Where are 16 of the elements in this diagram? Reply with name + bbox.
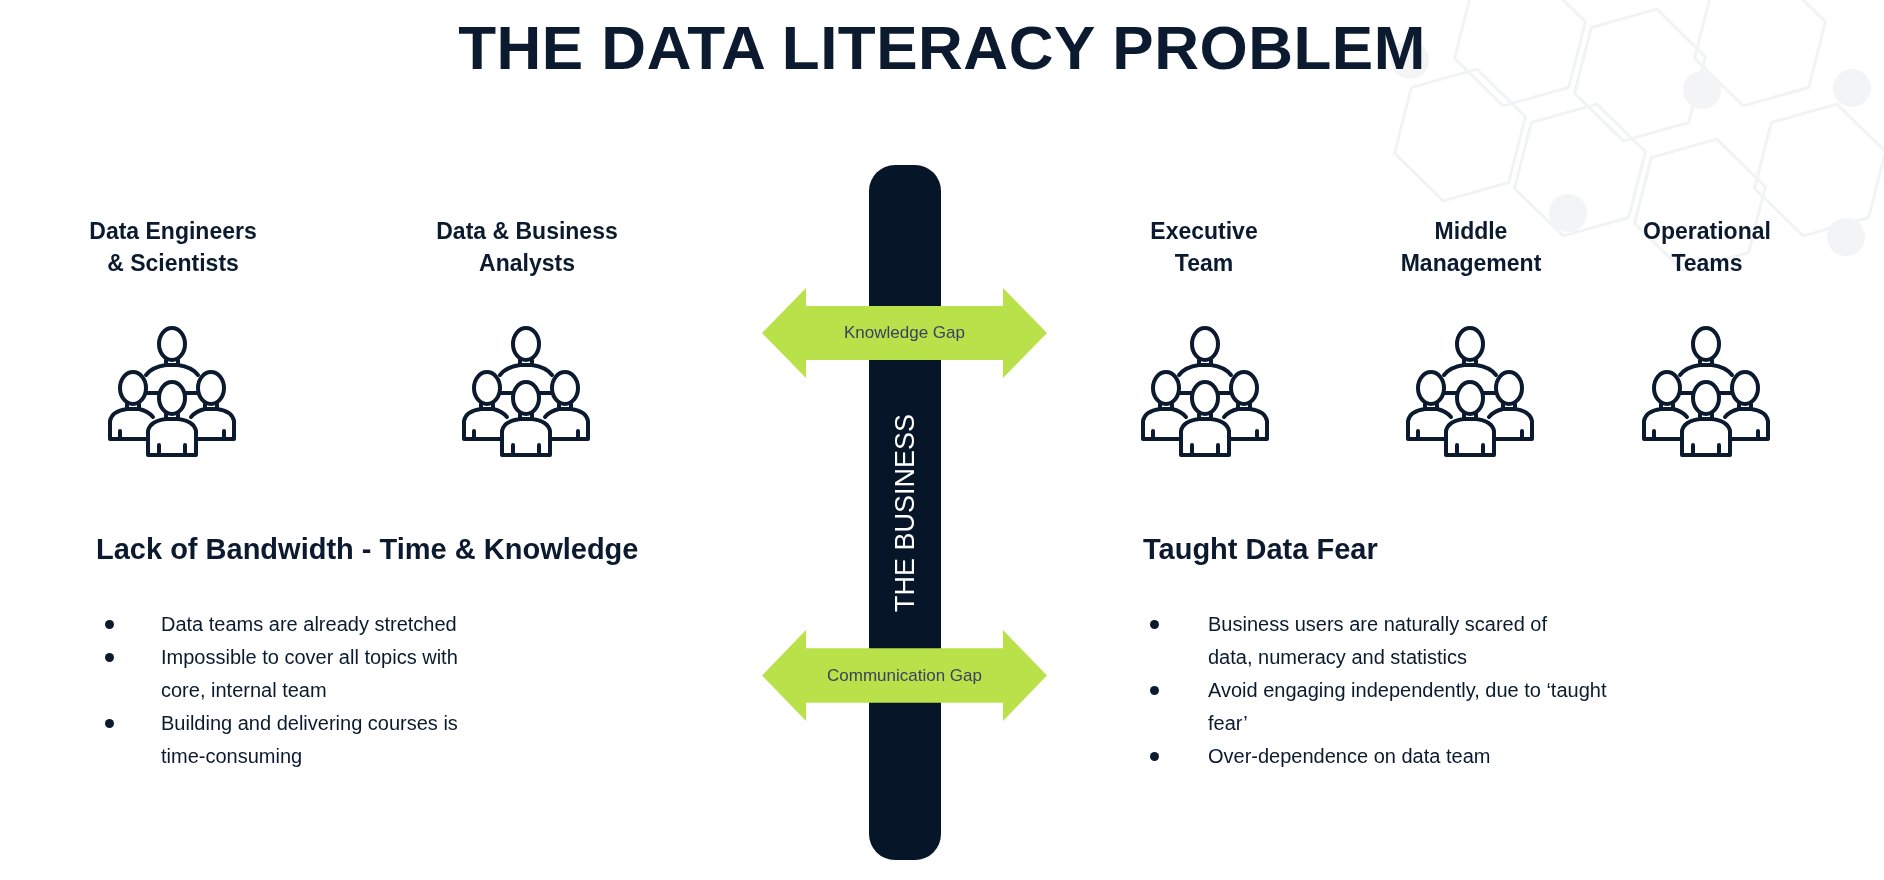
group-heading: Operational Teams [1642,217,1772,278]
section-heading: Lack of Bandwidth - Time & Knowledge [96,533,639,566]
group-heading: Data & Business Analysts [435,217,619,278]
title: THE DATA LITERACY PROBLEM [457,12,1427,83]
double-arrow: Knowledge Gap [762,288,1047,378]
bullet-text: Impossible to cover all topics with core, internal team [161,645,459,703]
group-heading: Executive Team [1149,217,1259,278]
section-heading: Taught Data Fear [1143,533,1378,566]
bullet-text: Business users are naturally scared of data, numeracy and statistics [1208,612,1549,670]
group-heading: Middle Management [1399,217,1543,278]
group-heading: Data Engineers & Scientists [88,217,258,278]
bullet-text: Avoid engaging independently, due to ‘taught fear’ [1208,678,1608,736]
double-arrow: Communication Gap [762,630,1047,721]
bullet-text: Data teams are already stretched [161,612,458,637]
bullet-text: Building and delivering courses is time-consuming [161,711,459,769]
bullet-text: Over-dependence on data team [1208,744,1492,769]
